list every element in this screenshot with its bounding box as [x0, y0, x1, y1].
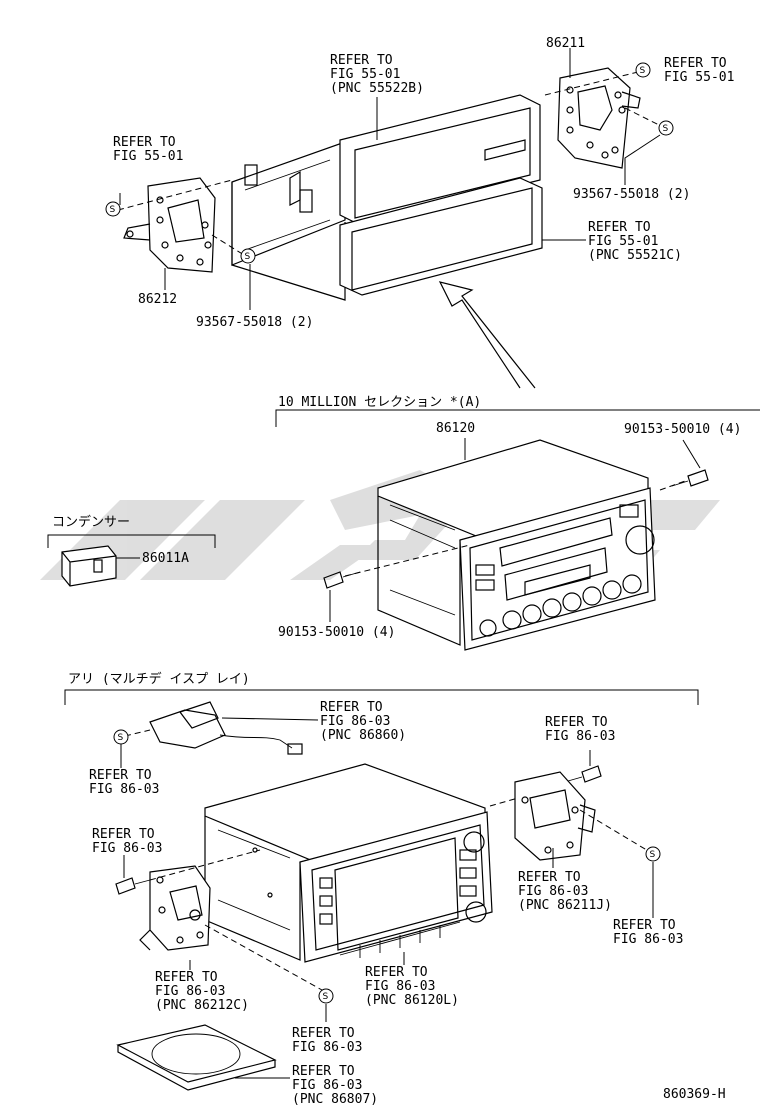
label: (PNC 86211J): [518, 898, 612, 913]
label: REFER TO: [320, 700, 383, 715]
label: REFER TO: [292, 1026, 355, 1041]
screw-symbol: S: [113, 729, 129, 745]
label: REFER TO: [292, 1064, 355, 1079]
condenser-86011a: [61, 545, 117, 587]
label: (PNC 86860): [320, 728, 406, 743]
label: FIG 55-01: [664, 70, 734, 85]
label: FIG 55-01: [330, 67, 400, 82]
svg-text:S: S: [110, 205, 116, 215]
svg-text:S: S: [650, 850, 656, 860]
label: REFER TO: [89, 768, 152, 783]
label: FIG 86-03: [89, 782, 159, 797]
label: REFER TO: [113, 135, 176, 150]
label: (PNC 55522B): [330, 81, 424, 96]
label: REFER TO: [588, 220, 651, 235]
part-number: 86011A: [142, 551, 189, 566]
label: REFER TO: [365, 965, 428, 980]
label: REFER TO: [664, 56, 727, 71]
bracket-86211j: [514, 771, 596, 861]
screw-symbol: S: [318, 988, 334, 1004]
label: FIG 86-03: [320, 714, 390, 729]
svg-text:S: S: [323, 992, 329, 1002]
label: REFER TO: [330, 53, 393, 68]
label: FIG 86-03: [518, 884, 588, 899]
part-number: 86211: [546, 36, 585, 51]
direction-arrow: [438, 281, 536, 389]
radio-unit-86120: [377, 439, 656, 651]
diagram-number: 860369-H: [663, 1087, 726, 1102]
bracket-86211: [557, 67, 641, 169]
screw-symbol: S: [105, 201, 121, 217]
label: FIG 86-03: [545, 729, 615, 744]
part-number: 86212: [138, 292, 177, 307]
label: (PNC 86807): [292, 1092, 378, 1107]
section-title-multi-display: アリ (マルチデ イスプ レイ): [68, 671, 250, 687]
part-number: 90153-50010 (4): [624, 422, 741, 437]
label: (PNC 86120L): [365, 993, 459, 1008]
label: REFER TO: [518, 870, 581, 885]
label: FIG 55-01: [113, 149, 183, 164]
svg-text:S: S: [640, 66, 646, 76]
label: (PNC 55521C): [588, 248, 682, 263]
label: FIG 86-03: [292, 1078, 362, 1093]
label: FIG 86-03: [292, 1040, 362, 1055]
svg-text:S: S: [663, 124, 669, 134]
svg-text:S: S: [118, 733, 124, 743]
bolt-icon: [671, 469, 709, 487]
label: FIG 86-03: [613, 932, 683, 947]
screw-symbol: S: [635, 62, 651, 78]
label: REFER TO: [545, 715, 608, 730]
bolt-icon: [567, 765, 602, 783]
svg-text:S: S: [245, 252, 251, 262]
label: REFER TO: [92, 827, 155, 842]
disc-tray-86807: [116, 1024, 277, 1091]
display-unit-86120l: [204, 763, 493, 963]
bolt-icon: [115, 877, 151, 895]
bracket-86212c: [139, 865, 211, 951]
label: FIG 86-03: [92, 841, 162, 856]
sensor-86860: [149, 701, 303, 755]
section-title-condenser: コンデンサー: [52, 514, 130, 530]
screw-symbol: S: [658, 120, 674, 136]
screw-symbol: S: [240, 248, 256, 264]
part-number: 86120: [436, 421, 475, 436]
label: (PNC 86212C): [155, 998, 249, 1013]
label: FIG 86-03: [365, 979, 435, 994]
part-number: 93567-55018 (2): [196, 315, 313, 330]
label: FIG 86-03: [155, 984, 225, 999]
part-number: 93567-55018 (2): [573, 187, 690, 202]
label: REFER TO: [613, 918, 676, 933]
part-number: 90153-50010 (4): [278, 625, 395, 640]
label: FIG 55-01: [588, 234, 658, 249]
section-title-a: 10 MILLION セレクション *(A): [278, 395, 481, 410]
bracket-86212: [123, 177, 216, 273]
screw-symbol: S: [645, 846, 661, 862]
label: REFER TO: [155, 970, 218, 985]
top-pocket-assembly: [231, 94, 543, 301]
